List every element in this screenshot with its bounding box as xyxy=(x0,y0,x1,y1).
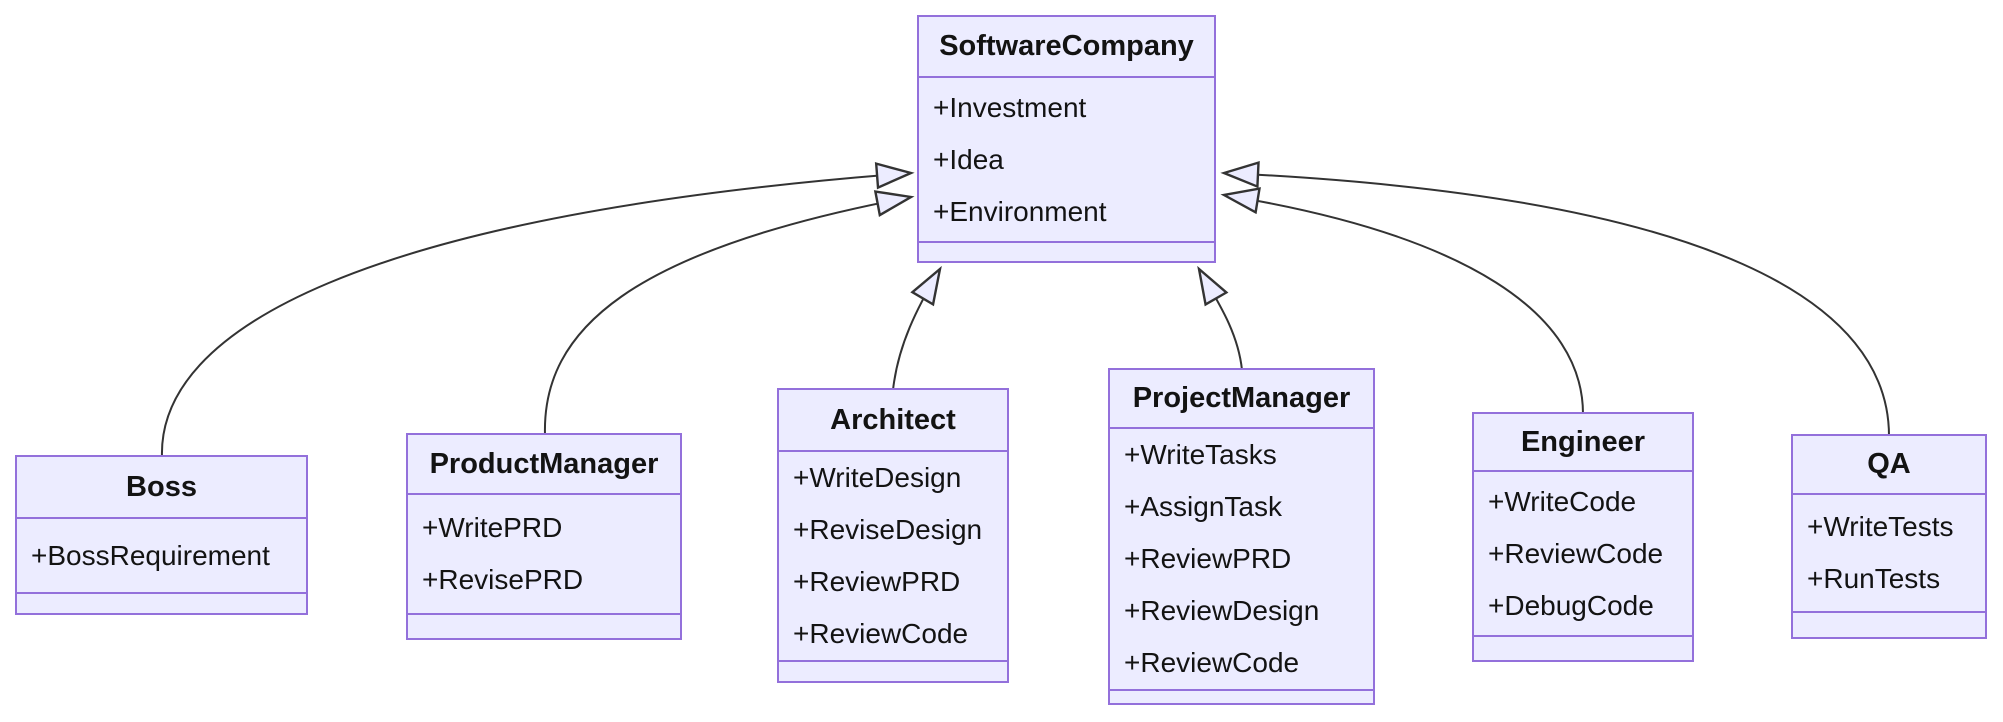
class-boss: Boss +BossRequirement xyxy=(15,455,308,615)
class-qa: QA +WriteTests +RunTests xyxy=(1791,434,1987,639)
class-softwarecompany-methods xyxy=(919,241,1214,261)
class-attribute-row: +AssignTask xyxy=(1124,491,1282,522)
class-qa-title: QA xyxy=(1793,436,1985,495)
class-architect-attributes: +WriteDesign +ReviseDesign +ReviewPRD +Revi… xyxy=(779,452,1007,660)
class-engineer: Engineer +WriteCode +ReviewCode +DebugCode xyxy=(1472,412,1694,662)
class-attribute-row: +ReviewPRD xyxy=(1124,543,1292,574)
class-attribute-row: +DebugCode xyxy=(1488,589,1654,621)
class-attribute-row: +BossRequirement xyxy=(31,539,270,571)
class-architect-title: Architect xyxy=(779,390,1007,452)
class-engineer-attributes: +WriteCode +ReviewCode +DebugCode xyxy=(1474,472,1692,635)
inheritance-edge-productmanager-softwarecompany xyxy=(543,190,915,436)
class-engineer-methods xyxy=(1474,635,1692,660)
class-attribute-row: +Investment xyxy=(933,91,1087,123)
class-productmanager-attributes: +WritePRD +RevisePRD xyxy=(408,495,680,613)
inheritance-edge-architect-softwarecompany xyxy=(892,265,942,391)
class-attribute-row: +RunTests xyxy=(1807,563,1941,594)
class-attribute-row: +ReviseDesign xyxy=(793,514,983,545)
class-attribute-row: +Idea xyxy=(933,143,1004,175)
class-productmanager-title: ProductManager xyxy=(408,435,680,495)
class-softwarecompany-title: SoftwareCompany xyxy=(919,17,1214,78)
class-attribute-row: +RevisePRD xyxy=(422,564,584,595)
class-attribute-row: +ReviewDesign xyxy=(1124,595,1320,626)
class-architect-methods xyxy=(779,660,1007,681)
class-projectmanager-attributes: +WriteTasks +AssignTask +ReviewPRD +ReviewD… xyxy=(1110,429,1373,689)
class-engineer-title: Engineer xyxy=(1474,414,1692,472)
class-attribute-row: +WriteTests xyxy=(1807,511,1954,542)
inheritance-edge-qa-softwarecompany xyxy=(1220,160,1890,437)
inheritance-edge-engineer-softwarecompany xyxy=(1220,187,1584,415)
class-attribute-row: +ReviewCode xyxy=(1124,647,1300,678)
class-projectmanager-title: ProjectManager xyxy=(1110,370,1373,429)
class-attribute-row: +ReviewPRD xyxy=(793,566,961,597)
class-projectmanager: ProjectManager +WriteTasks +AssignTask +Re… xyxy=(1108,368,1375,705)
class-attribute-row: +ReviewCode xyxy=(1488,537,1664,569)
class-productmanager-methods xyxy=(408,613,680,638)
class-projectmanager-methods xyxy=(1110,689,1373,711)
class-boss-methods xyxy=(17,592,306,613)
class-softwarecompany: SoftwareCompany +Investment +Idea +Environ… xyxy=(917,15,1216,263)
class-softwarecompany-attributes: +Investment +Idea +Environment xyxy=(919,78,1214,241)
class-productmanager: ProductManager +WritePRD +RevisePRD xyxy=(406,433,682,640)
class-architect: Architect +WriteDesign +ReviseDesign +Revi… xyxy=(777,388,1009,683)
class-attribute-row: +Environment xyxy=(933,195,1107,227)
class-attribute-row: +WritePRD xyxy=(422,512,563,543)
class-attribute-row: +ReviewCode xyxy=(793,618,969,649)
class-boss-title: Boss xyxy=(17,457,306,519)
class-qa-attributes: +WriteTests +RunTests xyxy=(1793,495,1985,611)
class-attribute-row: +WriteCode xyxy=(1488,485,1637,517)
inheritance-edge-boss-softwarecompany xyxy=(160,162,915,458)
class-attribute-row: +WriteTasks xyxy=(1124,439,1277,470)
class-qa-methods xyxy=(1793,611,1985,637)
class-attribute-row: +WriteDesign xyxy=(793,462,962,493)
class-boss-attributes: +BossRequirement xyxy=(17,519,306,592)
inheritance-edge-projectmanager-softwarecompany xyxy=(1197,265,1243,371)
